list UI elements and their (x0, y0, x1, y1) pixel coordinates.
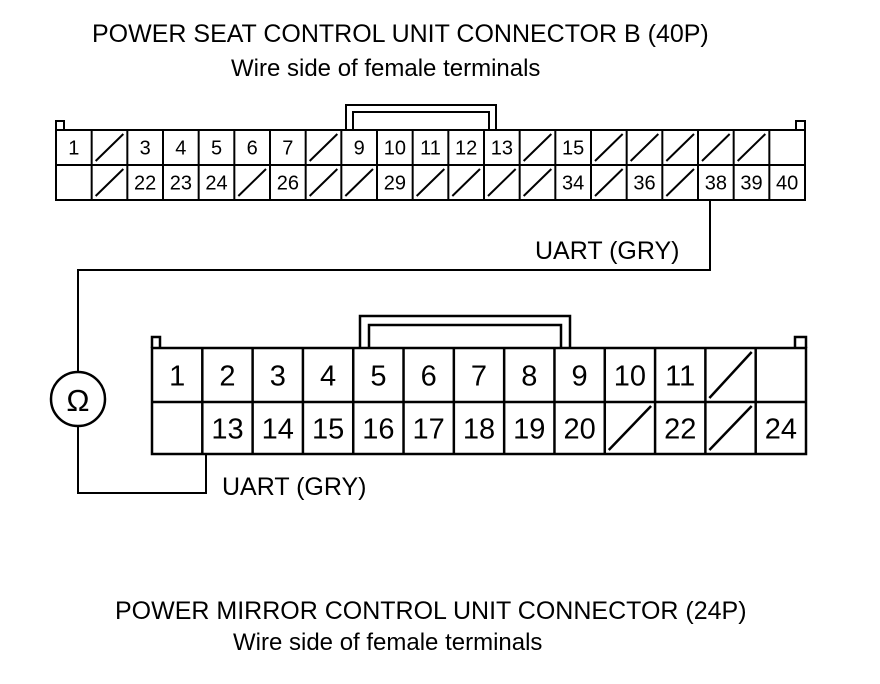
m-terminal-1: 1 (169, 360, 185, 392)
m-terminal-8: 8 (521, 360, 537, 392)
m-terminal-9: 9 (572, 360, 588, 392)
b-terminal-26: 26 (277, 173, 299, 195)
unused-terminal-slash (607, 405, 652, 451)
connector-b-title: POWER SEAT CONTROL UNIT CONNECTOR B (40P… (92, 20, 709, 48)
right-guide-tab (795, 120, 806, 130)
unused-terminal-slash (701, 133, 731, 162)
unused-terminal-slash (94, 133, 125, 162)
b-terminal-11: 11 (420, 138, 441, 160)
m-terminal-22: 22 (664, 413, 696, 445)
m-terminal-15: 15 (312, 413, 344, 445)
m-terminal-14: 14 (262, 413, 294, 445)
b-terminal-5: 5 (211, 138, 222, 160)
b-terminal-7: 7 (282, 138, 293, 160)
unused-terminal-slash (736, 133, 767, 162)
m-terminal-7: 7 (471, 360, 487, 392)
b-terminal-15: 15 (562, 138, 584, 160)
left-guide-tab (55, 120, 65, 130)
b-terminal-9: 9 (354, 138, 365, 160)
unused-terminal-slash (594, 133, 624, 162)
b-terminal-22: 22 (134, 173, 156, 195)
m-terminal-11: 11 (665, 360, 695, 392)
unused-terminal-slash (522, 168, 553, 197)
connector-mirror-title: POWER MIRROR CONTROL UNIT CONNECTOR (24P… (115, 597, 747, 625)
m-terminal-4: 4 (320, 360, 336, 392)
unused-terminal-slash (344, 168, 374, 197)
wire-top (77, 200, 711, 372)
lock-tab-inner (367, 323, 563, 348)
left-guide-tab (150, 335, 162, 348)
m-terminal-2: 2 (219, 360, 235, 392)
b-terminal-1: 1 (68, 138, 79, 160)
ohm-symbol: Ω (66, 383, 89, 418)
lock-tab (345, 104, 497, 130)
unused-terminal-slash (665, 133, 695, 162)
wire-bottom (77, 426, 207, 494)
m-terminal-13: 13 (211, 413, 243, 445)
unused-terminal-slash (487, 168, 517, 197)
b-terminal-24: 24 (205, 173, 227, 195)
unused-terminal-slash (451, 168, 481, 197)
b-terminal-23: 23 (170, 173, 192, 195)
unused-terminal-slash (708, 351, 753, 399)
b-terminal-39: 39 (740, 173, 762, 195)
connector-mirror: 1 2 3 4 5 6 7 8 9 10 11 13 14 15 16 17 18 19 20 22 24 (150, 314, 808, 456)
b-terminal-3: 3 (140, 138, 151, 160)
m-terminal-19: 19 (513, 413, 545, 445)
m-terminal-10: 10 (614, 360, 646, 392)
unused-terminal-slash (94, 168, 125, 197)
lock-tab (358, 314, 572, 348)
unused-terminal-slash (415, 168, 446, 197)
unused-terminal-slash (308, 133, 339, 162)
wire-label-top: UART (GRY) (535, 237, 679, 265)
unused-terminal-slash (522, 133, 553, 162)
unused-terminal-slash (629, 133, 660, 162)
b-terminal-6: 6 (247, 138, 258, 160)
b-terminal-36: 36 (633, 173, 655, 195)
b-terminal-29: 29 (384, 173, 406, 195)
m-terminal-5: 5 (370, 360, 386, 392)
unused-terminal-slash (594, 168, 624, 197)
lock-tab-inner (352, 111, 490, 130)
m-terminal-24: 24 (765, 413, 797, 445)
b-terminal-38: 38 (705, 173, 727, 195)
m-terminal-17: 17 (413, 413, 445, 445)
connector-mirror-subtitle: Wire side of female terminals (233, 629, 543, 656)
right-guide-tab (793, 335, 808, 348)
b-terminal-34: 34 (562, 173, 584, 195)
unused-terminal-slash (237, 168, 267, 197)
m-terminal-20: 20 (563, 413, 595, 445)
b-terminal-12: 12 (455, 138, 477, 160)
unused-terminal-slash (665, 168, 695, 197)
wire-label-bottom: UART (GRY) (222, 473, 366, 501)
b-terminal-13: 13 (491, 138, 513, 160)
connector-b-subtitle: Wire side of female terminals (231, 55, 541, 82)
m-terminal-18: 18 (463, 413, 495, 445)
b-terminal-10: 10 (384, 138, 406, 160)
b-terminal-40: 40 (776, 173, 798, 195)
m-terminal-6: 6 (421, 360, 437, 392)
m-terminal-3: 3 (270, 360, 286, 392)
m-terminal-16: 16 (362, 413, 394, 445)
unused-terminal-slash (308, 168, 339, 197)
ohmmeter-icon (49, 370, 107, 428)
unused-terminal-slash (708, 405, 753, 451)
b-terminal-4: 4 (175, 138, 186, 160)
